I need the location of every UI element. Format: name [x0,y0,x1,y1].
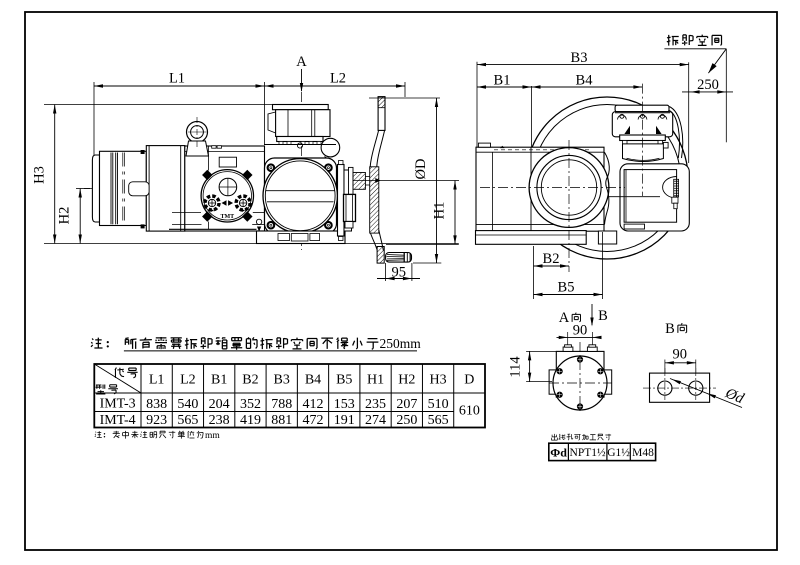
svg-text:H1: H1 [432,202,448,220]
svg-text:B1: B1 [211,373,227,388]
svg-text:Φd: Φd [550,446,567,460]
svg-text:250: 250 [697,77,719,93]
svg-text:207: 207 [396,397,417,412]
svg-text:352: 352 [240,397,261,412]
svg-text:A: A [296,54,307,70]
svg-text:L2: L2 [330,71,346,87]
svg-text:mm: mm [205,431,220,441]
svg-text:419: 419 [240,413,261,428]
svg-text:NPT1½: NPT1½ [570,447,606,459]
svg-text:610: 610 [459,404,480,419]
svg-text::: : [103,430,106,440]
svg-text:B2: B2 [543,251,560,267]
svg-text:B4: B4 [305,373,321,388]
svg-text:250: 250 [396,413,417,428]
svg-text:250mm: 250mm [380,336,422,351]
svg-text:204: 204 [209,397,230,412]
svg-text:565: 565 [177,413,198,428]
svg-text:B: B [665,321,675,337]
svg-text:565: 565 [428,413,449,428]
svg-text:838: 838 [146,397,167,412]
svg-text:L1: L1 [169,71,185,87]
svg-text:Ød: Ød [722,385,746,407]
svg-text:90: 90 [573,323,588,339]
svg-text:95: 95 [391,265,406,281]
svg-text:510: 510 [428,397,449,412]
svg-text:881: 881 [271,413,292,428]
svg-text:472: 472 [303,413,324,428]
svg-text:B1: B1 [494,73,511,89]
svg-text:B3: B3 [274,373,290,388]
svg-text:B3: B3 [571,50,588,66]
svg-text:90: 90 [672,346,687,362]
svg-text:B2: B2 [242,373,258,388]
svg-text:191: 191 [334,413,355,428]
svg-text:H1: H1 [367,373,384,388]
svg-text:114: 114 [507,356,523,378]
svg-text:153: 153 [334,397,355,412]
svg-text:H3: H3 [32,166,48,184]
svg-text:D: D [464,373,474,388]
svg-text:IMT-4: IMT-4 [100,413,136,428]
svg-text:L2: L2 [180,373,196,388]
svg-text::: : [106,337,111,352]
svg-text:G1½: G1½ [607,447,630,459]
svg-text:H2: H2 [57,207,73,225]
svg-text:A: A [559,310,570,326]
svg-text:238: 238 [209,413,230,428]
svg-text:H2: H2 [398,373,415,388]
svg-text:B: B [598,308,608,324]
svg-text:274: 274 [365,413,386,428]
svg-text:788: 788 [271,397,292,412]
svg-text:B5: B5 [336,373,352,388]
svg-text:923: 923 [146,413,167,428]
svg-text:IMT-3: IMT-3 [100,397,136,412]
svg-text:M48: M48 [632,447,654,459]
svg-text:B4: B4 [576,73,594,89]
svg-text:H3: H3 [430,373,447,388]
svg-text:540: 540 [177,397,198,412]
svg-text:B5: B5 [558,280,575,296]
svg-text:ØD: ØD [413,159,429,180]
svg-text:412: 412 [303,397,324,412]
svg-text:L1: L1 [149,373,165,388]
svg-text:TMT: TMT [220,214,234,220]
svg-text:235: 235 [365,397,386,412]
